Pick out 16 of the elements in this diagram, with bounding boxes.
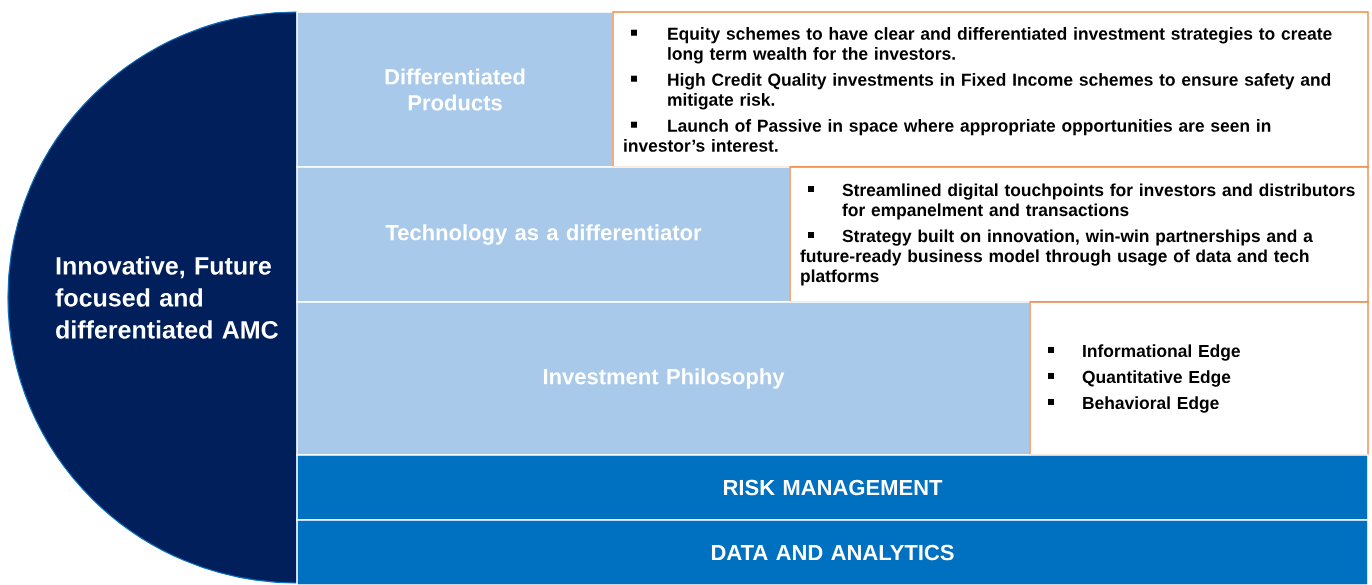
banner-bar: RISK MANAGEMENT — [296, 454, 1369, 521]
bullet-item: Strategy built on innovation, win-win partnerships and a future-ready business model through usage of data and tech platforms — [800, 229, 1313, 286]
label-box: Technology as a differentiator — [296, 166, 791, 303]
bullet-item: Informational Edge — [1048, 344, 1240, 361]
bullet-item: Quantitative Edge — [1048, 370, 1231, 387]
bullet-item: Launch of Passive in space where appropriate opportunities are seen in investor’s interest. — [624, 119, 1271, 152]
bullet-list-box — [612, 11, 1369, 168]
label-box: Investment Philosophy — [296, 301, 1031, 456]
banner-bar: DATA AND ANALYTICS — [296, 519, 1369, 585]
bullet-list-box — [789, 166, 1369, 303]
bullet-list-box — [1029, 301, 1369, 456]
bullet-item: High Credit Quality investments in Fixed Income schemes to ensure safety and mitigate risk. — [631, 73, 1331, 110]
label-box: Differentiated Products — [296, 11, 614, 168]
bullet-item: Equity schemes to have clear and differentiated investment strategies to create long term wealth for the investors. — [631, 27, 1332, 64]
bullet-item: Behavioral Edge — [1048, 396, 1219, 413]
bullet-item: Streamlined digital touchpoints for investors and distributors for empanelment and transactions — [808, 183, 1355, 220]
